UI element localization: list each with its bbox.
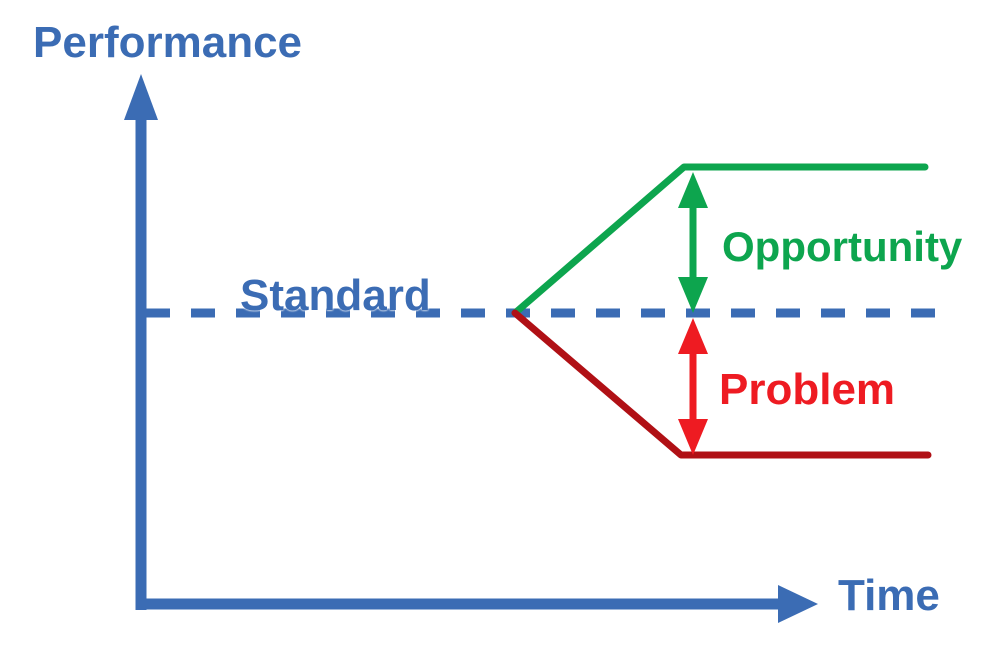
x-axis-label: Time xyxy=(838,571,940,620)
problem-line xyxy=(511,309,932,459)
opportunity-arrow-up-head xyxy=(678,172,708,208)
problem-arrow-down-head xyxy=(678,419,708,455)
y-axis-label: Performance xyxy=(33,18,303,67)
problem-double-arrow-icon xyxy=(678,318,708,455)
y-axis-arrowhead-icon xyxy=(124,74,158,120)
opportunity-double-arrow-icon xyxy=(678,172,708,313)
opportunity-label: Opportunity xyxy=(722,223,963,270)
y-axis xyxy=(124,74,158,610)
standard-label: Standard xyxy=(240,271,431,320)
problem-arrow-up-head xyxy=(678,318,708,354)
problem-label: Problem xyxy=(719,365,896,414)
opportunity-line xyxy=(511,163,929,317)
opportunity-arrow-down-head xyxy=(678,277,708,313)
x-axis xyxy=(136,585,818,623)
x-axis-arrowhead-icon xyxy=(778,585,818,623)
